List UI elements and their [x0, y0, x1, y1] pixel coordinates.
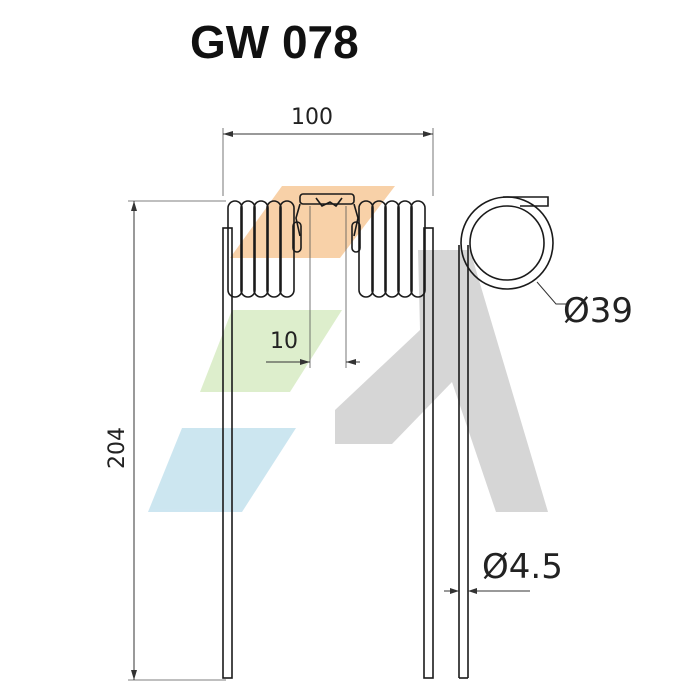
bridge-right-curve: [353, 203, 359, 237]
height-dimension: 204: [105, 200, 226, 681]
arrow-gap-right: [346, 359, 356, 365]
arrow-wire-left: [450, 588, 459, 594]
coil-turn: [279, 200, 295, 298]
arrow-gap-left: [300, 359, 310, 365]
arrow-wire-right: [468, 588, 477, 594]
watermark-grey-letter: [335, 250, 548, 512]
coil-turn: [266, 200, 282, 298]
gap-label: 10: [270, 329, 298, 354]
gap-dimension: 10: [266, 206, 360, 368]
watermark-orange-band: [230, 186, 395, 258]
coil-diameter-label: Ø39: [563, 291, 633, 331]
coil-outer-circle: [460, 196, 554, 290]
coil-turn: [227, 200, 243, 298]
arrow-top: [131, 201, 137, 211]
coil-diameter-dimension: Ø39: [536, 281, 633, 331]
coil-turn: [253, 200, 269, 298]
coil-turn: [410, 200, 426, 298]
wire-diameter-dimension: Ø4.5: [444, 547, 563, 594]
height-label: 204: [105, 427, 130, 469]
width-label: 100: [291, 105, 333, 130]
side-view: [458, 196, 554, 679]
coil-turn: [384, 200, 400, 298]
coil-end-tab: [503, 196, 549, 207]
right-leg: [423, 227, 434, 679]
arrow-right: [423, 131, 433, 137]
front-view: [222, 193, 434, 679]
bridge-fold: [315, 197, 343, 208]
arrow-bottom: [131, 670, 137, 680]
drawing-title: GW 078: [190, 16, 359, 68]
watermark-green-band: [200, 310, 342, 392]
coil-turn: [240, 200, 256, 298]
left-coil: [227, 200, 302, 298]
coil-turn: [371, 200, 387, 298]
coil-inner: [351, 221, 361, 253]
arrow-left: [223, 131, 233, 137]
center-bridge: [295, 193, 359, 237]
leader-coil-diameter: [536, 281, 566, 305]
coil-turn: [397, 200, 413, 298]
watermark-blue-band: [148, 428, 296, 512]
coil-turn: [358, 200, 374, 298]
wire-diameter-label: Ø4.5: [482, 547, 563, 587]
coil-inner-circle: [469, 205, 545, 281]
watermark-logo: [148, 186, 548, 512]
width-dimension: 100: [222, 105, 434, 196]
bridge-left-curve: [295, 203, 301, 237]
right-coil: [351, 200, 426, 298]
